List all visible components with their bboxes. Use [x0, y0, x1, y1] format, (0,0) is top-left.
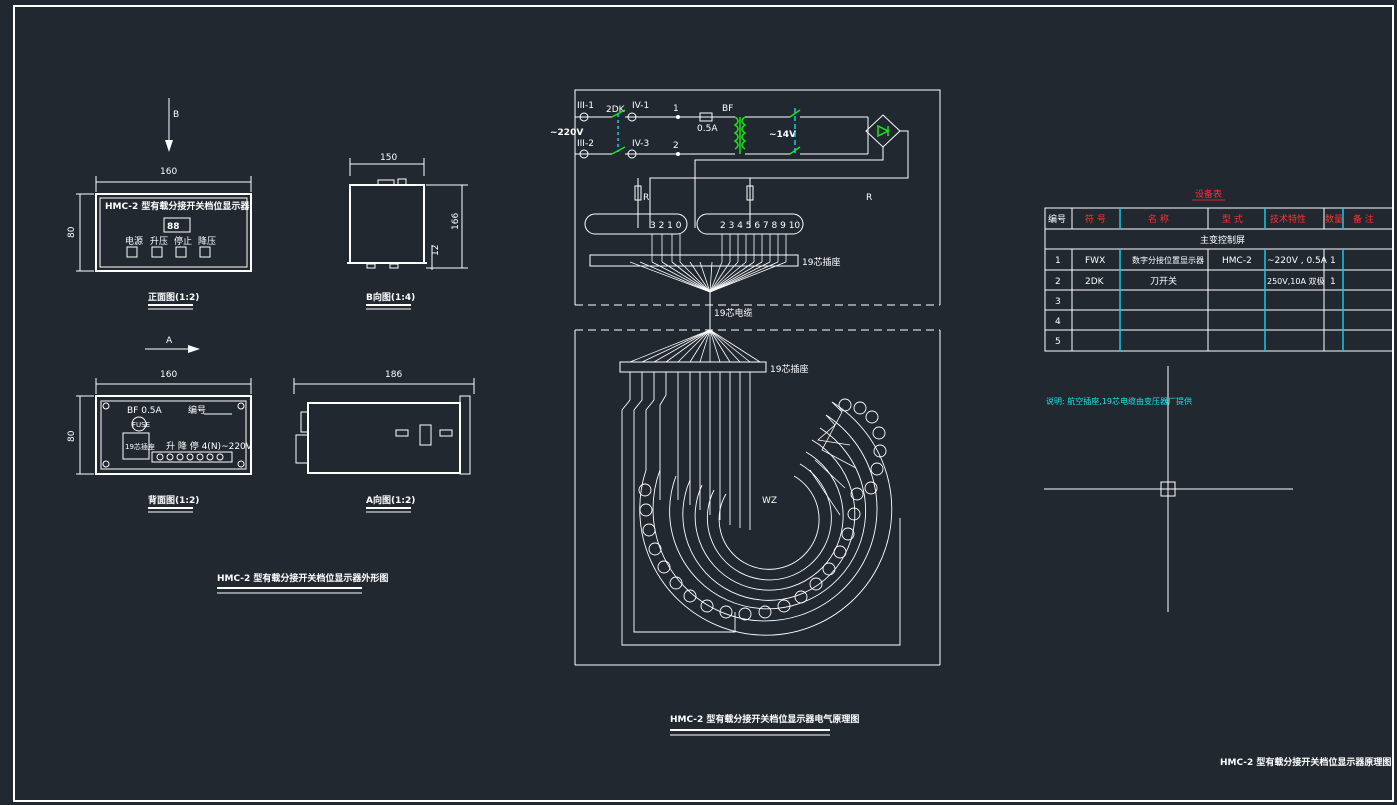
- fuse-label: BF 0.5A: [127, 406, 163, 416]
- a-arrow-label: A: [166, 336, 173, 346]
- b-view-caption: B向图(1:4): [366, 291, 415, 303]
- drawing-frame: [13, 5, 1394, 802]
- row2-spec: 250V,10A 双极: [1267, 276, 1324, 286]
- label-r-right: R: [866, 193, 872, 203]
- hdr-spec: 技术特性: [1270, 213, 1306, 225]
- node-1: 1: [673, 104, 679, 114]
- raise-button: [151, 246, 163, 258]
- electrical-schematic: III-1 IV-1 III-2 IV-3 ~220V 2DK 1 2 BF 0…: [550, 89, 941, 736]
- front-view: 160 80 HMC-2 型有载分接开关档位显示器 88 电源 升压 停止 降压…: [67, 167, 252, 310]
- display-module-left: [584, 213, 688, 235]
- back-view-caption: 背面图(1:2): [148, 494, 199, 506]
- row1-type: HMC-2: [1222, 256, 1252, 266]
- drawing-title: HMC-2 型有载分接开关档位显示器原理图: [1220, 756, 1391, 768]
- code-label: 编号: [188, 404, 206, 416]
- row1-no: 1: [1055, 256, 1061, 266]
- row1-name: 数字分接位置显示器: [1132, 255, 1204, 265]
- table-title: 设备表: [1195, 188, 1222, 200]
- outline-drawings: B 160 80 HMC-2 型有载分接开关档位显示器 88 电源 升压 停止 …: [67, 98, 475, 594]
- transformer-secondary: [741, 116, 747, 150]
- hdr-name: 名 称: [1148, 213, 1169, 225]
- label-iv3: IV-3: [632, 139, 649, 149]
- terminals-right: 2 3 4 5 6 7 8 9 10: [720, 221, 800, 231]
- wz-scallops: [638, 398, 887, 621]
- a-width-dim: 186: [385, 370, 402, 380]
- front-view-caption: 正面图(1:2): [148, 292, 199, 303]
- btn-label-lower: 降压: [198, 235, 216, 247]
- socket-19-bottom: [619, 361, 767, 373]
- cad-crosshair: [1044, 366, 1293, 612]
- outline-title: HMC-2 型有载分接开关档位显示器外形图: [217, 572, 388, 584]
- label-220v: ~220V: [550, 128, 583, 138]
- hdr-remark: 备 注: [1353, 213, 1374, 225]
- wz-label: WZ: [762, 496, 777, 506]
- row1-symbol: FWX: [1085, 256, 1105, 266]
- socket-label: 19芯插座: [125, 442, 155, 451]
- back-height-dim: 80: [67, 430, 77, 442]
- row3-no: 3: [1055, 297, 1061, 307]
- row2-qty: 1: [1330, 277, 1336, 287]
- table-frame: [1044, 207, 1394, 352]
- a-view-caption: A向图(1:2): [366, 494, 415, 506]
- hdr-qty: 数量: [1325, 213, 1343, 225]
- front-height-dim: 80: [67, 226, 77, 238]
- equipment-table: 设备表 编号 符 号 名 称 型 式 技术特性 数量 备 注 主变控制屏 1 F…: [1044, 188, 1394, 406]
- label-iii1: III-1: [577, 101, 594, 111]
- btn-label-stop: 停止: [174, 235, 192, 247]
- label-iv1: IV-1: [632, 101, 649, 111]
- label-r-left: R: [643, 193, 649, 203]
- b-height-dim: 166: [451, 213, 461, 230]
- a-view: 186 A向图(1:2): [293, 370, 475, 513]
- b-arrow-label: B: [173, 110, 179, 120]
- switch-2dk-top: [611, 109, 626, 118]
- fuse-rating: 0.5A: [697, 124, 718, 134]
- node-2: 2: [673, 141, 679, 151]
- hdr-symbol: 符 号: [1085, 213, 1106, 225]
- lower-button: [199, 246, 211, 258]
- row5-no: 5: [1055, 337, 1061, 347]
- hdr-no: 编号: [1048, 213, 1066, 225]
- socket-19-top: [589, 254, 799, 267]
- row4-no: 4: [1055, 317, 1061, 327]
- label-14v: ~14V: [769, 130, 796, 140]
- fuse-text: FUSE: [132, 421, 150, 429]
- cable-label: 19芯电缆: [714, 307, 752, 319]
- table-note: 说明: 航空插座,19芯电缆由变压器厂提供: [1046, 396, 1192, 406]
- bridge-rectifier: [865, 114, 901, 148]
- table-section: 主变控制屏: [1200, 234, 1245, 246]
- transformer-primary: [733, 116, 739, 150]
- fuse-bf: [699, 112, 713, 122]
- resistor-left: [634, 185, 642, 201]
- terminals-left: 3 2 1 0: [650, 221, 682, 231]
- power-button: [126, 246, 138, 258]
- display-module-right: [696, 213, 804, 235]
- plug-bottom-label: 19芯插座: [770, 363, 808, 375]
- front-panel-title: HMC-2 型有载分接开关档位显示器: [105, 200, 250, 212]
- btn-label-power: 电源: [125, 235, 143, 247]
- plug-top-label: 19芯插座: [802, 256, 840, 268]
- hdr-type: 型 式: [1222, 213, 1243, 225]
- row2-name: 刀开关: [1150, 275, 1177, 287]
- row1-spec: ~220V , 0.5A: [1267, 256, 1328, 266]
- row2-symbol: 2DK: [1085, 277, 1105, 287]
- terminal-label: 升 降 停 4(N)~220V: [166, 440, 253, 452]
- row1-qty: 1: [1330, 256, 1336, 266]
- digit-display: 88: [167, 222, 180, 232]
- row2-no: 2: [1055, 277, 1061, 287]
- btn-label-raise: 升压: [150, 236, 168, 247]
- label-bf: BF: [722, 104, 733, 114]
- b-view: 150 166 12 B向图(1:4): [347, 153, 468, 310]
- schematic-title: HMC-2 型有载分接开关档位显示器电气原理图: [670, 713, 859, 725]
- stop-button: [175, 246, 187, 258]
- front-width-dim: 160: [160, 167, 177, 177]
- label-iii2: III-2: [577, 139, 594, 149]
- back-view: 160 80 BF 0.5A FUSE 编号 19芯插座 升 降 停 4(N)~…: [67, 370, 253, 513]
- b-width-dim: 150: [380, 153, 397, 163]
- label-2dk: 2DK: [606, 105, 626, 115]
- back-width-dim: 160: [160, 370, 177, 380]
- b-small-dim: 12: [431, 245, 441, 256]
